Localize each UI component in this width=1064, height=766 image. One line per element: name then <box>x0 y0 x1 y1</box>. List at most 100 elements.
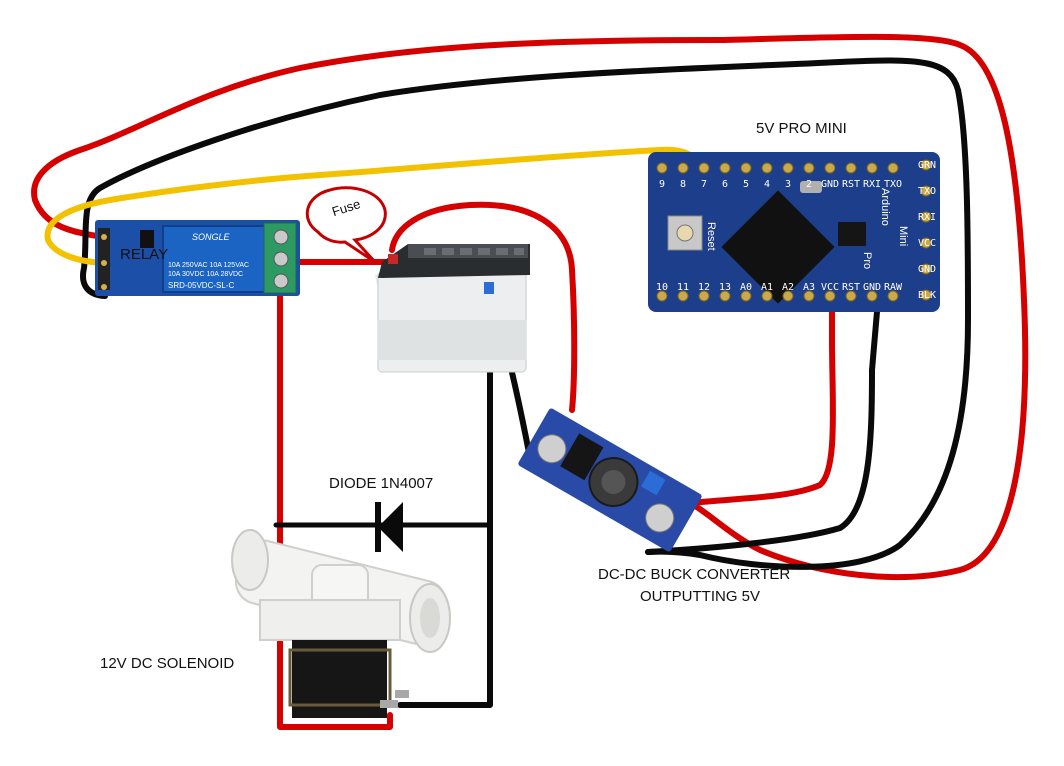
pin-label: VCC <box>918 238 936 249</box>
pin-pad <box>719 162 731 174</box>
pin-pad <box>698 162 710 174</box>
buck-label-line1: DC-DC BUCK CONVERTER <box>598 566 791 583</box>
solenoid-bracket <box>259 599 401 641</box>
pin-label: RXI <box>863 179 881 190</box>
pin-label: A2 <box>782 282 794 293</box>
pin-pad <box>920 159 932 171</box>
battery-lower-band <box>378 320 526 360</box>
pin-pad <box>677 162 689 174</box>
solenoid-frame <box>288 648 392 707</box>
relay-pin-header <box>98 228 110 290</box>
buck-capacitor-out <box>645 503 675 533</box>
black-wire-relay-to-buck <box>80 57 971 570</box>
pin-pad <box>677 290 689 302</box>
black-wire-battery-to-solenoid <box>397 292 493 708</box>
reset-silk: Reset <box>705 222 717 251</box>
pin-pad <box>920 211 932 223</box>
pin-label: 13 <box>719 282 731 293</box>
pin-label: RAW <box>884 282 903 293</box>
pin-pad <box>920 185 932 197</box>
solenoid-terminal-2 <box>395 690 409 698</box>
pin-label: 12 <box>698 282 710 293</box>
pin-pad <box>866 162 878 174</box>
crystal <box>800 181 822 193</box>
pro-mini-silk-text: Arduino Pro Mini <box>861 188 909 269</box>
relay-rating-2: 10A 30VDC 10A 28VDC <box>168 271 243 278</box>
pin-pad <box>803 290 815 302</box>
pin-label: A1 <box>761 282 773 293</box>
pin-pad <box>719 290 731 302</box>
pin-label: 11 <box>677 282 689 293</box>
pin-pad <box>845 290 857 302</box>
wires <box>31 33 1029 730</box>
pin-pad <box>824 290 836 302</box>
relay-cube <box>162 225 266 293</box>
pin-pad <box>866 290 878 302</box>
pin-label: 10 <box>656 282 668 293</box>
buck-label-line2: OUTPUTTING 5V <box>640 588 761 605</box>
pin-pad <box>782 162 794 174</box>
red-wire-battery-to-buck <box>389 201 578 413</box>
pin-label: GND <box>863 282 881 293</box>
pin-label: RST <box>842 282 860 293</box>
pin-label: 4 <box>764 179 770 190</box>
solenoid-terminal-1 <box>380 700 398 708</box>
buck-ic <box>560 433 604 481</box>
battery-negative-terminal <box>484 282 494 294</box>
pin-pad <box>887 162 899 174</box>
relay-transistor <box>140 230 154 248</box>
pin-label: GRN <box>918 160 936 171</box>
voltage-regulator <box>838 222 866 246</box>
relay-module: SONGLE 10A 250VAC 10A 125VAC 10A 30VDC 1… <box>95 220 300 296</box>
fuse-callout <box>305 186 387 264</box>
diode-label: DIODE 1N4007 <box>329 475 434 492</box>
battery <box>375 244 530 373</box>
pin-label: A3 <box>803 282 815 293</box>
pin-pad <box>656 162 668 174</box>
pin-label: A0 <box>740 282 752 293</box>
pin-pad <box>761 162 773 174</box>
pin-label: GND <box>821 179 839 190</box>
pin-pad <box>761 290 773 302</box>
terminal-screw-3 <box>273 273 289 289</box>
pin-label: VCC <box>821 282 839 293</box>
pin-label: 5 <box>743 179 749 190</box>
terminal-screw-1 <box>273 229 289 245</box>
pin-pad <box>824 162 836 174</box>
relay-model: SRD-05VDC-SL-C <box>168 281 234 290</box>
buck-converter <box>518 408 702 552</box>
pin-pad <box>920 237 932 249</box>
pin-label: 8 <box>680 179 686 190</box>
diode-bar <box>375 502 381 552</box>
pin-pad <box>920 289 932 301</box>
pin-label: 9 <box>659 179 665 190</box>
red-wire-relay-to-buck <box>31 33 1029 581</box>
solenoid-valve <box>231 529 451 718</box>
black-wire-buck-to-gnd <box>645 297 881 555</box>
red-wire-buck-to-vcc <box>687 297 836 506</box>
diode-symbol <box>375 502 403 552</box>
pin-pad <box>920 263 932 275</box>
pin-label: 7 <box>701 179 707 190</box>
silk-pro: Pro <box>861 252 873 269</box>
battery-vent-caps <box>424 248 524 255</box>
silk-mini: Mini <box>897 226 909 246</box>
pin-pad <box>698 290 710 302</box>
pin-label: GND <box>918 264 936 275</box>
solenoid-inlet <box>231 529 269 591</box>
battery-positive-terminal <box>388 254 398 264</box>
diode-triangle <box>378 502 403 552</box>
pin-pad <box>803 162 815 174</box>
buck-potentiometer <box>640 470 666 496</box>
pin-label: 6 <box>722 179 728 190</box>
pro-mini-label: 5V PRO MINI <box>756 120 847 137</box>
pin-label: TXO <box>918 186 936 197</box>
pin-pad <box>845 162 857 174</box>
pin-pad <box>740 162 752 174</box>
relay-label: RELAY <box>120 246 169 263</box>
pin-label: 3 <box>785 179 791 190</box>
